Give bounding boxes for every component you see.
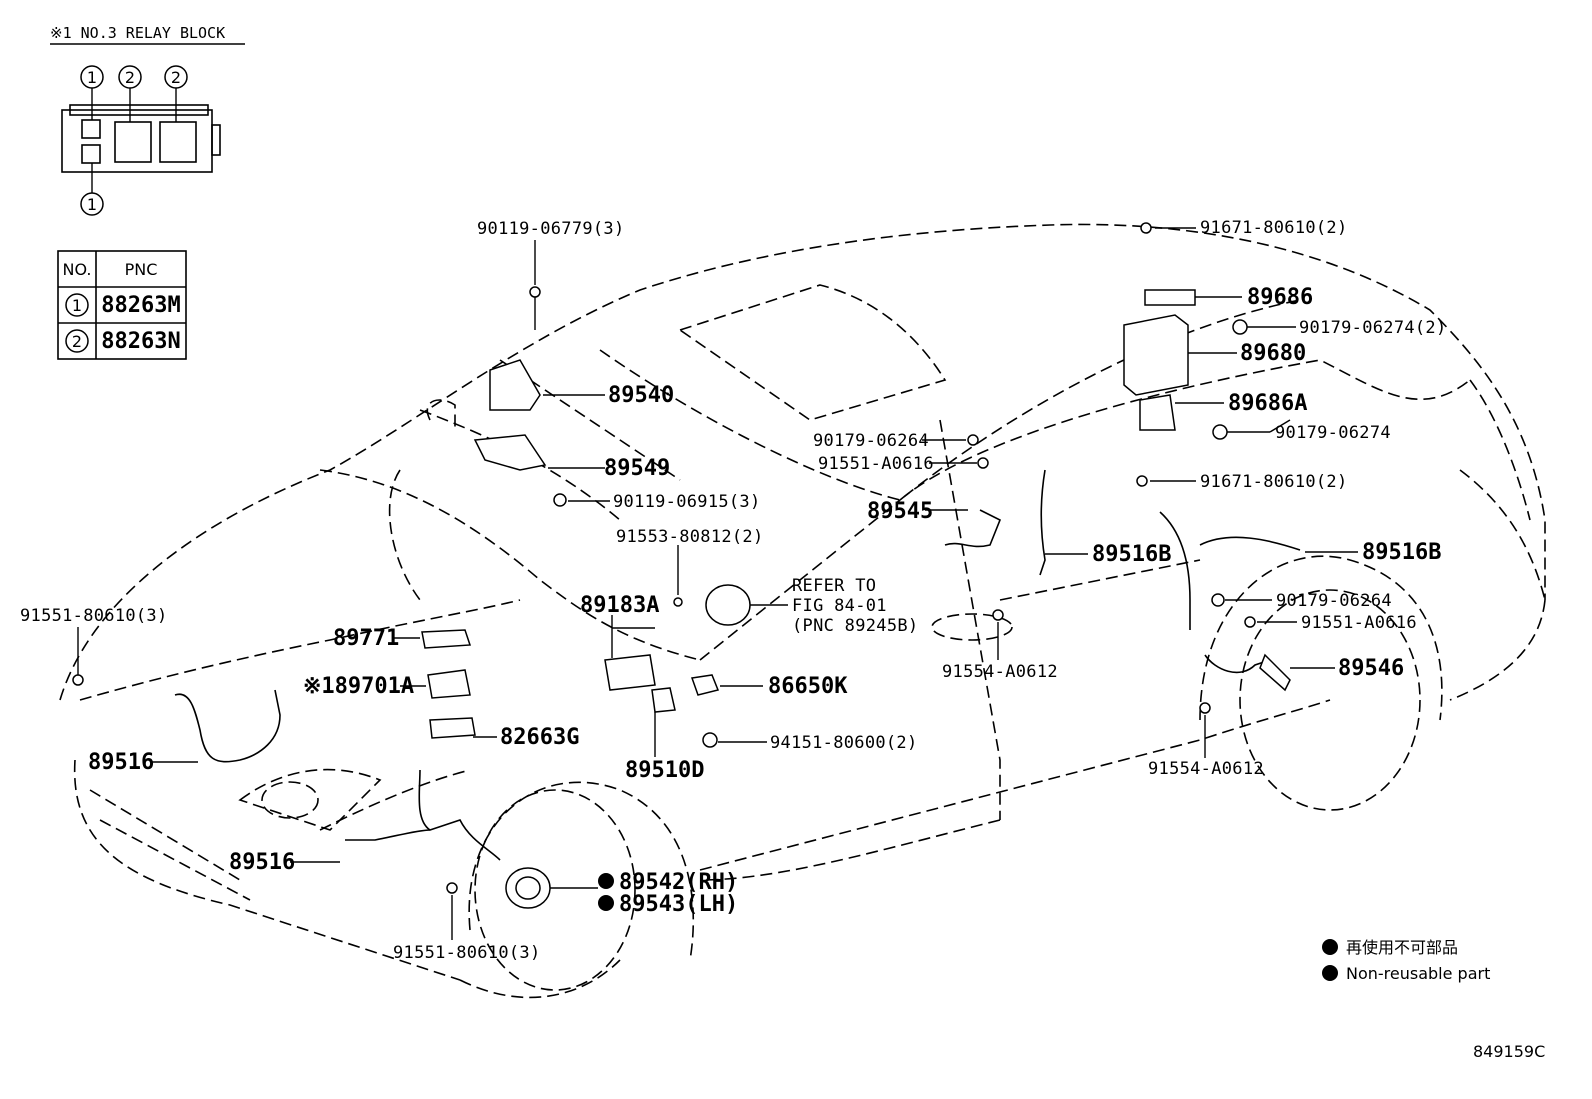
pnc-header-no: NO.	[63, 260, 92, 279]
refer-note-line3: (PNC 89245B)	[792, 616, 918, 636]
part-label-91551-80610-bottom: 91551-80610(3)	[393, 943, 541, 963]
pnc-row-code: 88263N	[101, 329, 180, 354]
relay-block-title: ※1 NO.3 RELAY BLOCK	[50, 24, 225, 42]
pnc-row-no: 2	[72, 332, 82, 351]
part-label-89510d: 89510D	[625, 758, 704, 783]
pnc-row-code: 88263M	[101, 293, 180, 318]
part-label-91671-80610-mid: 91671-80610(2)	[1200, 472, 1348, 492]
part-label-90119-06915: 90119-06915(3)	[613, 492, 761, 512]
part-label-89542: 89542(RH)	[619, 870, 738, 895]
diagram-code: 849159C	[1473, 1042, 1545, 1061]
legend: 再使用不可部品 Non-reusable part	[1322, 938, 1490, 983]
pnc-row-no: 1	[72, 296, 82, 315]
part-label-89183a: 89183A	[580, 593, 659, 618]
part-label-91554-a0612-right: 91554-A0612	[1148, 759, 1264, 779]
part-label-91551-80610-left: 91551-80610(3)	[20, 606, 168, 626]
part-label-89680: 89680	[1240, 341, 1306, 366]
non-reusable-marker	[598, 895, 614, 911]
part-label-89549: 89549	[604, 456, 670, 481]
part-label-89516: 89516	[229, 850, 295, 875]
part-label-89543: 89543(LH)	[619, 892, 738, 917]
part-label-90179-06274-2: 90179-06274(2)	[1299, 318, 1447, 338]
part-label-82663g: 82663G	[500, 725, 579, 750]
relay-marker: 1	[87, 68, 97, 87]
relay-marker: 2	[171, 68, 181, 87]
part-label-89540: 89540	[608, 383, 674, 408]
part-label-90179-06264-right: 90179-06264	[1276, 591, 1392, 611]
part-label-89686a: 89686A	[1228, 391, 1307, 416]
car-body-outline	[59, 223, 1546, 999]
part-label-91553-80812: 91553-80812(2)	[616, 527, 764, 547]
legend-japanese: 再使用不可部品	[1346, 938, 1458, 957]
legend-marker	[1322, 965, 1338, 981]
part-label-89771: 89771	[333, 626, 399, 651]
part-label-89516b: 89516B	[1092, 542, 1171, 567]
part-label-86650k: 86650K	[768, 674, 848, 699]
refer-note-line1: REFER TO	[792, 576, 876, 596]
relay-marker: 2	[125, 68, 135, 87]
relay-marker: 1	[87, 195, 97, 214]
legend-marker	[1322, 939, 1338, 955]
legend-english: Non-reusable part	[1346, 964, 1490, 983]
part-label-94151-80600: 94151-80600(2)	[770, 733, 918, 753]
part-label-90119-06779: 90119-06779(3)	[477, 219, 625, 239]
relay-marker-circle	[80, 65, 104, 89]
part-label-90179-06264-top: 90179-06264	[813, 431, 929, 451]
part-label-91551-a0616-right: 91551-A0616	[1301, 613, 1417, 633]
part-label-89686: 89686	[1247, 285, 1313, 310]
leader-lines	[77, 227, 1358, 940]
part-label-89516b: 89516B	[1362, 540, 1441, 565]
pnc-table: NO. PNC 1 88263M 2 88263N	[57, 250, 187, 360]
non-reusable-marker	[598, 873, 614, 889]
pnc-header-pnc: PNC	[125, 260, 158, 279]
refer-note-line2: FIG 84-01	[792, 596, 887, 616]
part-label-89545: 89545	[867, 499, 933, 524]
part-label-91554-a0612-mid: 91554-A0612	[942, 662, 1058, 682]
part-label-91551-a0616-top: 91551-A0616	[818, 454, 934, 474]
part-label-89701a: ※189701A	[303, 674, 414, 699]
part-labels: 90119-06779(3) 89540 89549 90119-06915(3…	[20, 218, 1447, 963]
part-label-89516: 89516	[88, 750, 154, 775]
part-label-90179-06274: 90179-06274	[1275, 423, 1391, 443]
relay-block-inset: ※1 NO.3 RELAY BLOCK 1 2 2 1	[50, 24, 245, 216]
part-label-89546: 89546	[1338, 656, 1404, 681]
part-label-91671-80610-top: 91671-80610(2)	[1200, 218, 1348, 238]
parts-graphics	[72, 222, 1301, 909]
